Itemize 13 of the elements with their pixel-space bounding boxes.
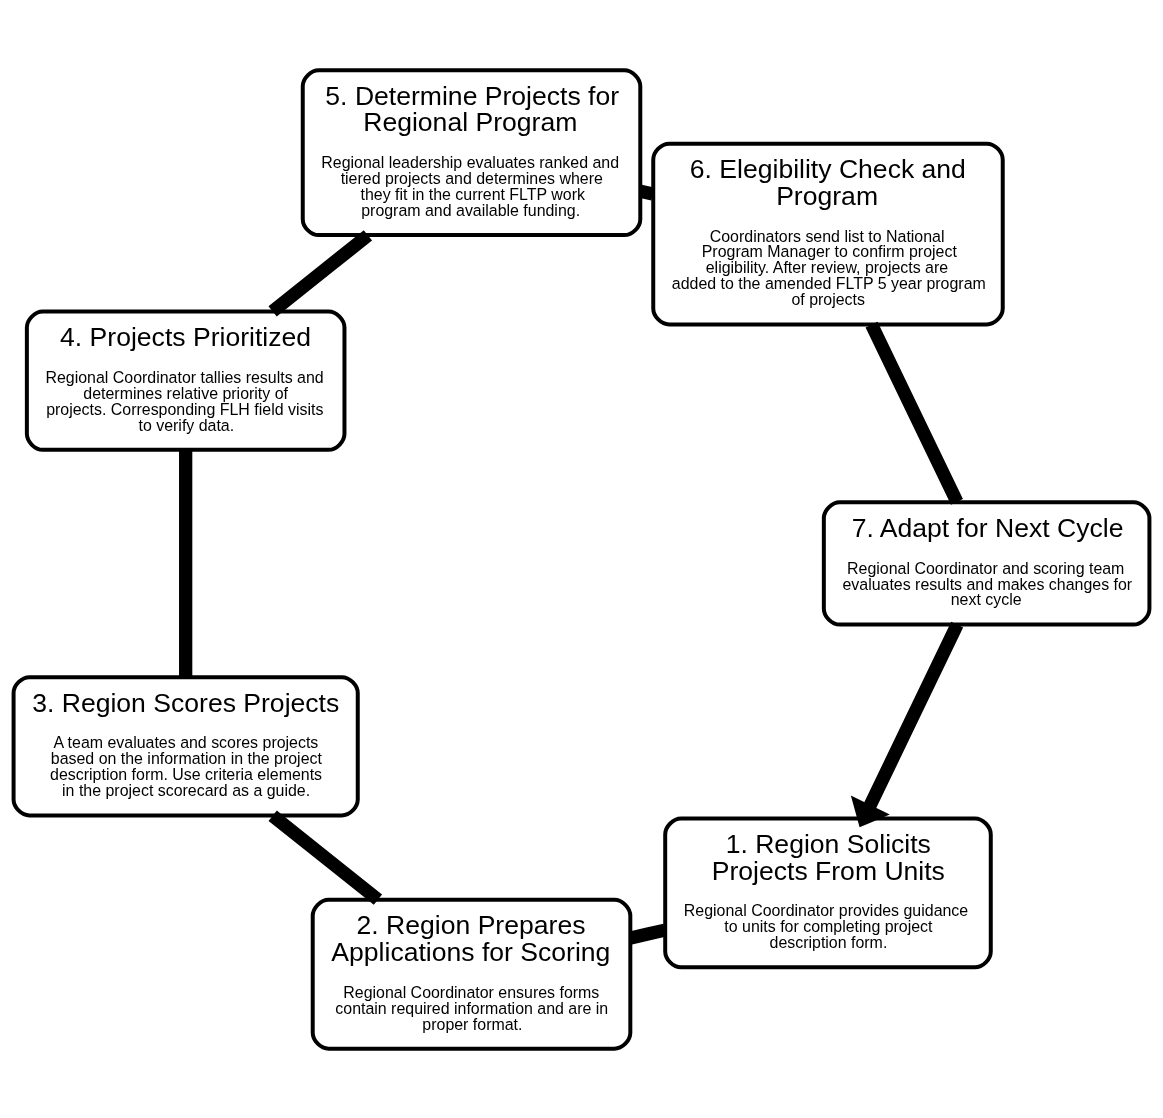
- node-box: 5. Determine Projects for Regional Program Regional leadership evaluates ranked and tiered projects and determines where they fit in the current FLTP work program and available funding.: [300, 67, 643, 237]
- node-box: 3. Region Scores Projects A team evaluates and scores projects based on the information in the project description form. Use criteria elements in the project scorecard as a guide.: [11, 674, 360, 817]
- node-box: 6. Elegibility Check and Program Coordinators send list to National Program Manager to confirm project eligibility. After review, projects are added to the amended FLTP 5 year program of projects: [651, 141, 1005, 326]
- node-box: 1. Region Solicits Projects From Units Regional Coordinator provides guidance to units for completing project description form.: [663, 816, 993, 969]
- connector: [268, 229, 373, 317]
- connector: [629, 923, 667, 944]
- connector: [268, 810, 383, 905]
- node-box: 7. Adapt for Next Cycle Regional Coordinator and scoring team evaluates results and makes changes for next cycle: [821, 499, 1152, 627]
- connector: [179, 449, 193, 677]
- connector: [865, 321, 963, 505]
- node-box: 2. Region Prepares Applications for Scoring Regional Coordinator ensures forms contain required information and are in proper format.: [310, 897, 633, 1051]
- node-box: 4. Projects Prioritized Regional Coordinator tallies results and determines relative priority of projects. Corresponding FLH field visits to verify data.: [24, 309, 347, 452]
- arrow: [850, 621, 964, 827]
